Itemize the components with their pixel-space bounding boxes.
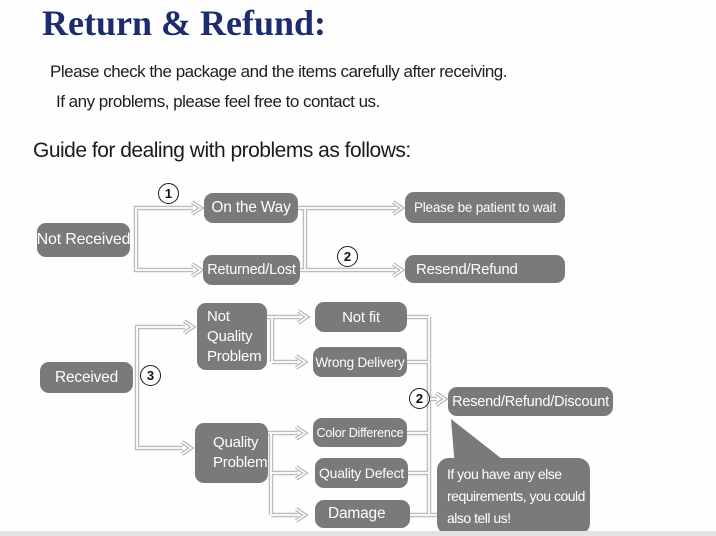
- node-not-fit: Not fit: [315, 302, 407, 332]
- connector-lines: [133, 205, 437, 518]
- note-bubble-line-1: If you have any else: [447, 466, 562, 482]
- step-3-badge: 3: [140, 365, 161, 386]
- intro-line-1: Please check the package and the items c…: [50, 62, 508, 81]
- node-quality-problem: Quality Problem: [195, 423, 268, 483]
- node-received: Received: [40, 362, 133, 393]
- node-color-difference: Color Difference: [313, 418, 407, 447]
- node-not-quality-problem: Not Quality Problem: [197, 303, 267, 370]
- node-resend-refund-discount: Resend/Refund/Discount: [448, 387, 613, 416]
- intro-line-2: If any problems, please feel free to con…: [56, 92, 380, 111]
- note-bubble: If you have any else requirements, you c…: [437, 458, 590, 535]
- node-not-received: Not Received: [37, 223, 131, 257]
- node-wrong-delivery: Wrong Delivery: [313, 347, 407, 377]
- node-quality-defect: Quality Defect: [315, 458, 408, 488]
- bottom-edge-shadow: [0, 531, 716, 536]
- step-2-badge-flow1: 2: [337, 246, 358, 267]
- guide-heading: Guide for dealing with problems as follo…: [33, 139, 411, 162]
- step-2-badge-flow2: 2: [409, 388, 430, 409]
- arrowhead-chevrons: [180, 200, 449, 523]
- node-returned-lost: Returned/Lost: [203, 255, 300, 285]
- page-title: Return & Refund:: [42, 3, 326, 43]
- step-1-badge: 1: [158, 183, 179, 204]
- node-please-be-patient: Please be patient to wait: [405, 192, 565, 223]
- note-bubble-line-2: requirements, you could: [447, 488, 585, 504]
- speech-bubble-tail: [451, 419, 502, 468]
- note-bubble-line-3: also tell us!: [447, 510, 511, 526]
- node-on-the-way: On the Way: [204, 193, 298, 223]
- node-resend-refund: Resend/Refund: [405, 255, 565, 283]
- node-damage: Damage: [315, 500, 410, 528]
